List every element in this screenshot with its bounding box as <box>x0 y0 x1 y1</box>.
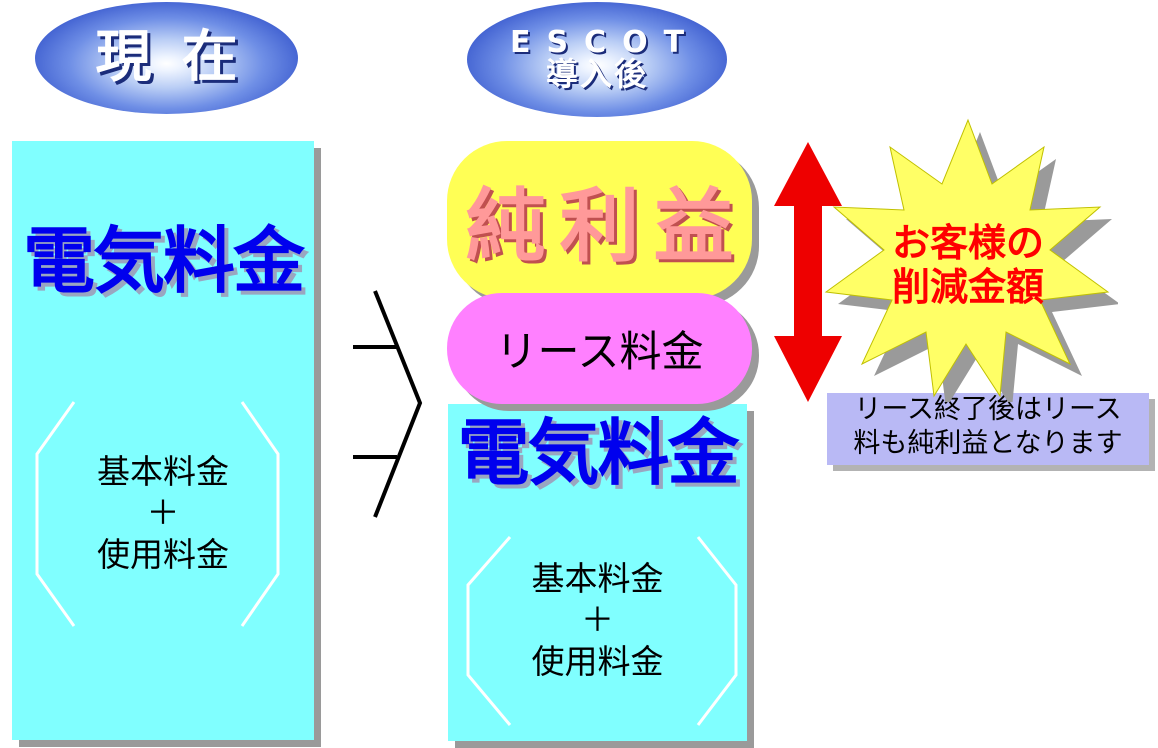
after-electricity-box <box>448 404 747 741</box>
escot-header-title: ESCOT <box>509 24 701 60</box>
lease-fee-label: リース料金 <box>495 327 704 376</box>
after-detail-usage: 使用料金 <box>531 641 664 681</box>
current-header-title: 現在 <box>95 25 268 90</box>
lease-end-note: リース終了後はリース 料も純利益となります <box>827 393 1149 465</box>
current-detail-basic: 基本料金 <box>97 452 229 491</box>
after-detail-brackets <box>466 536 738 726</box>
current-electricity-label: 電気料金 <box>22 219 305 303</box>
transition-arrow <box>353 290 423 518</box>
after-detail-basic: 基本料金 <box>531 559 664 598</box>
lease-fee-pill: リース料金 <box>447 293 752 404</box>
net-profit-label: 純利益 <box>465 180 748 273</box>
savings-burst-line2: 削減金額 <box>891 264 1044 309</box>
current-detail-plus: ＋ <box>146 493 180 533</box>
current-detail-brackets <box>35 401 280 627</box>
current-electricity-box <box>12 141 314 740</box>
savings-starburst <box>824 118 1118 402</box>
lease-end-note-line1: リース終了後はリース <box>854 394 1122 425</box>
savings-burst-line1: お客様の <box>891 221 1044 265</box>
after-detail-plus: ＋ <box>581 600 614 640</box>
net-profit-pill: 純利益 <box>447 141 752 299</box>
current-detail-usage: 使用料金 <box>97 534 229 574</box>
after-electricity-label: 電気料金 <box>457 411 739 495</box>
escot-header-subtitle: 導入後 <box>545 55 648 94</box>
savings-burst-label: お客様の 削減金額 <box>848 221 1088 309</box>
current-header-oval: 現在 <box>35 2 298 114</box>
after-detail-text: 基本料金 ＋ 使用料金 <box>448 558 747 682</box>
savings-double-arrow <box>774 142 842 402</box>
escot-header-oval: ESCOT 導入後 <box>467 2 727 117</box>
lease-end-note-line2: 料も純利益となります <box>853 427 1123 459</box>
current-detail-text: 基本料金 ＋ 使用料金 <box>12 451 314 575</box>
